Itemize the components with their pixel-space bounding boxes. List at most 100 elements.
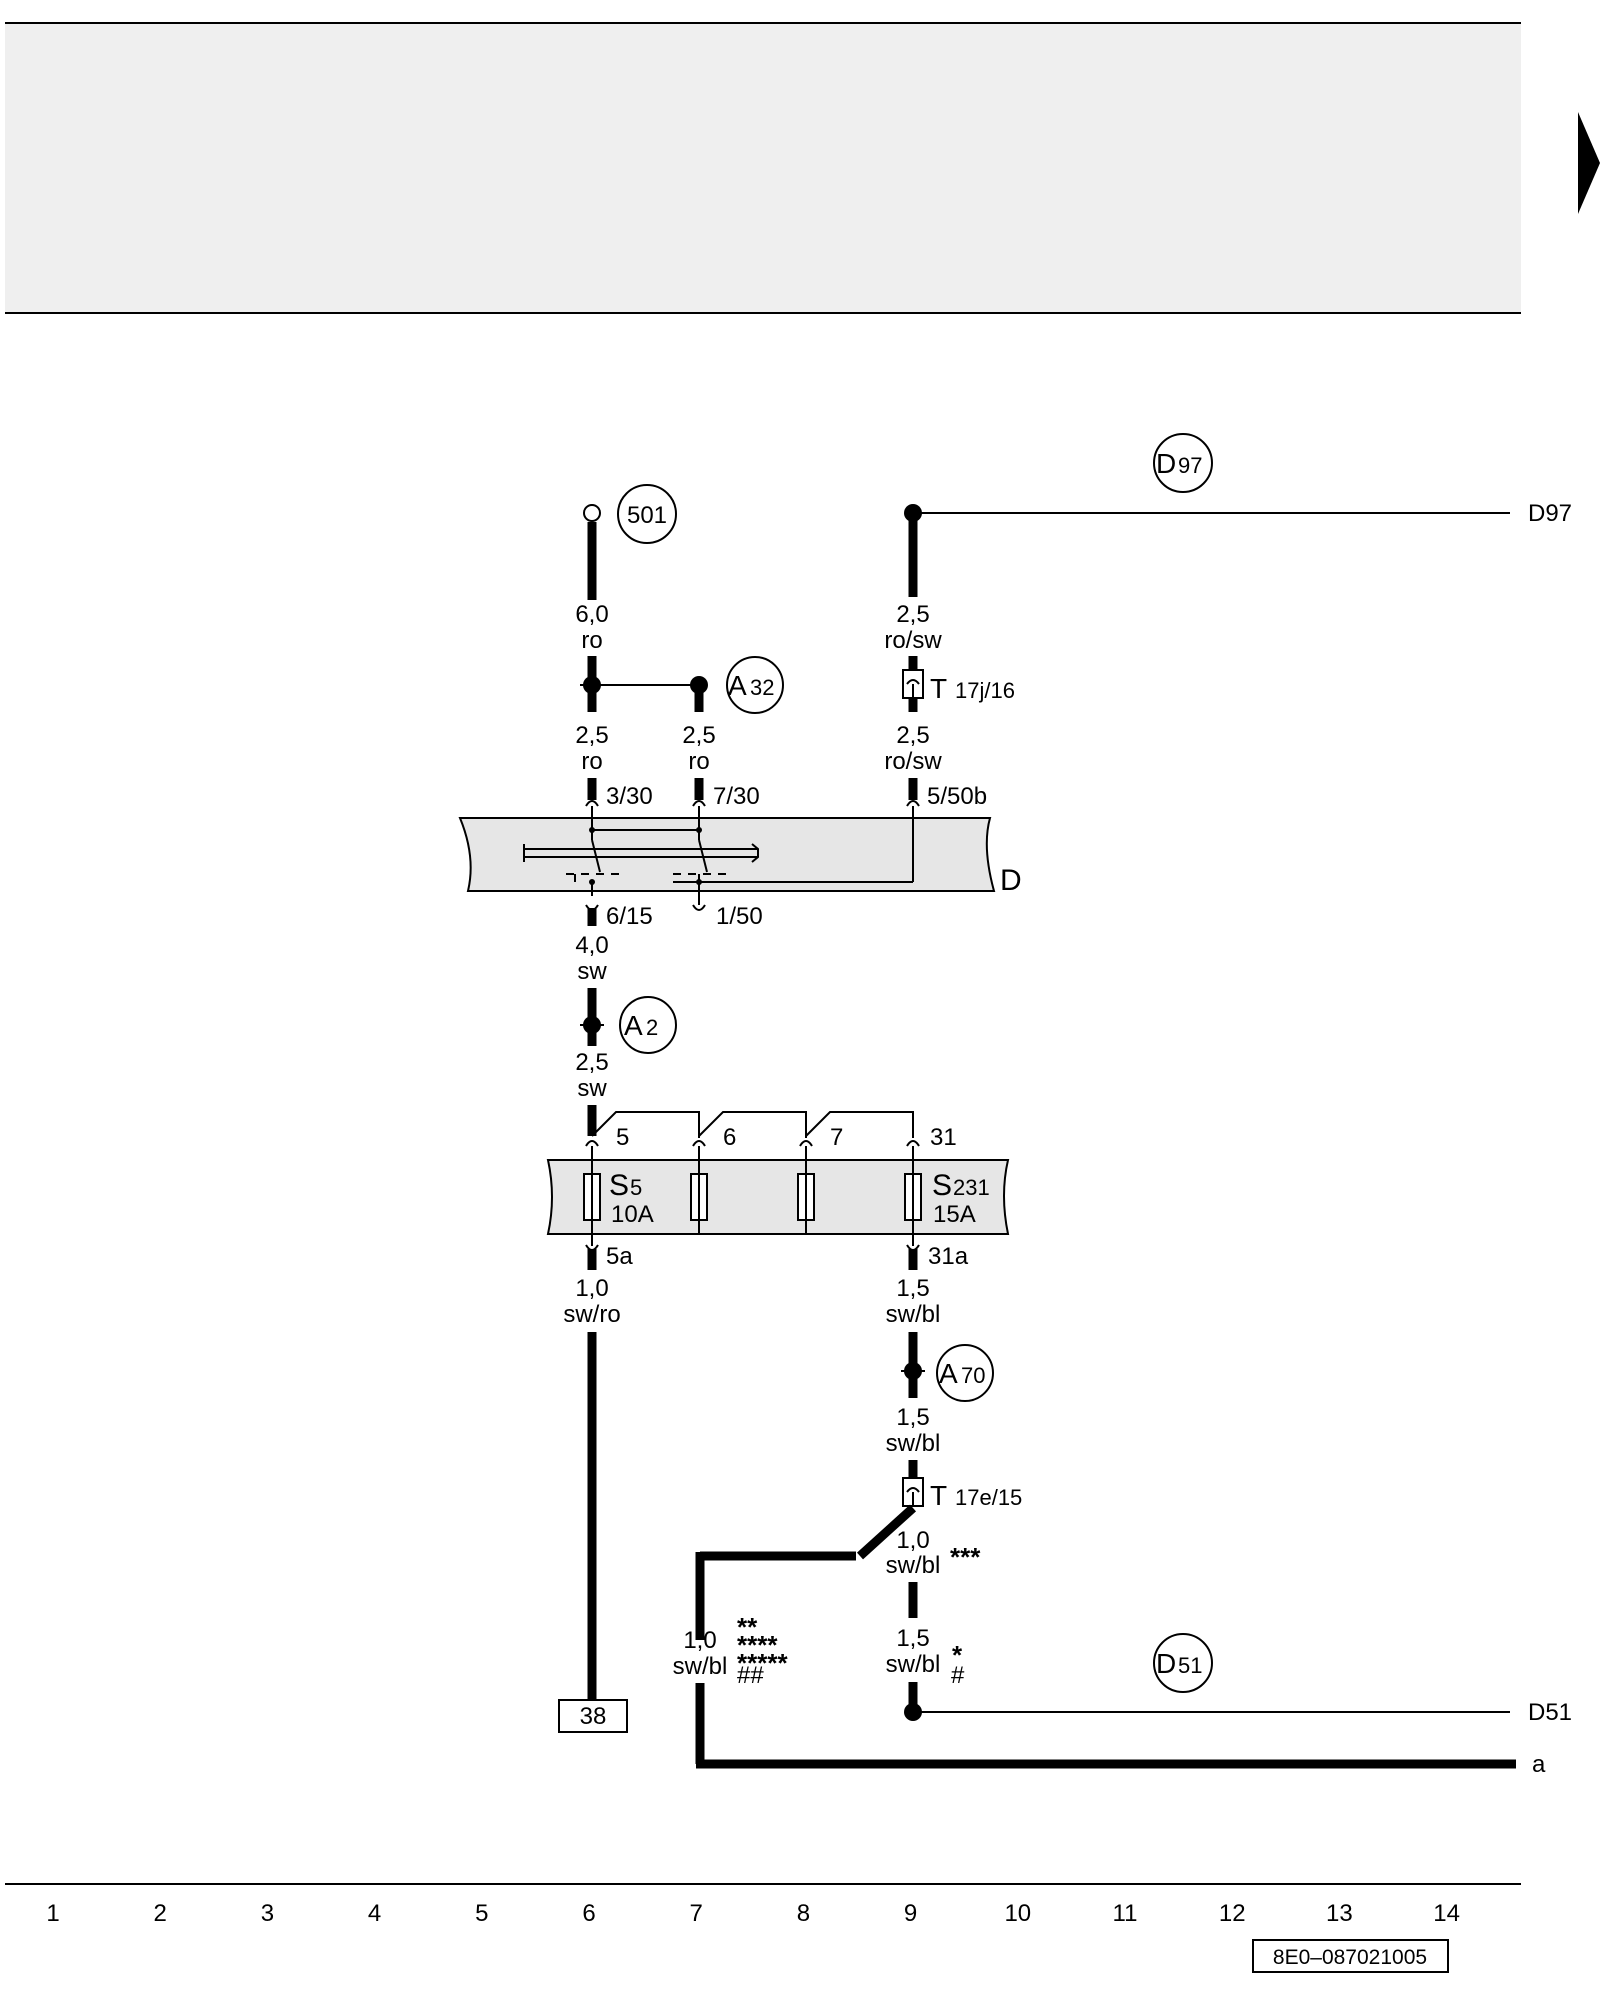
note-hash1: # <box>951 1662 965 1689</box>
wire-color: sw <box>577 1075 607 1102</box>
wire-size: 1,0 <box>683 1627 716 1654</box>
pin-symbol <box>692 904 706 911</box>
ref-box-38-label: 38 <box>580 1703 607 1730</box>
switch-blade <box>698 839 708 873</box>
fuse-pin-7: 7 <box>830 1124 843 1151</box>
dest-d51: D51 <box>1528 1699 1572 1726</box>
pin-symbol <box>906 1140 920 1147</box>
t17e-pin: 17e/15 <box>955 1485 1022 1510</box>
grid-column-number: 4 <box>368 1900 381 1927</box>
wire-branch-diagonal <box>856 1504 917 1560</box>
connector-a70-letter: A <box>939 1358 958 1389</box>
connector-a32-letter: A <box>728 670 747 701</box>
grid-column-number: 12 <box>1219 1900 1246 1927</box>
connector-a32-ring <box>726 656 784 714</box>
fuse-pin-5a: 5a <box>606 1243 633 1270</box>
pin-label-6-15: 6/15 <box>606 903 653 930</box>
pin-symbol <box>906 800 920 807</box>
grid-column-number: 10 <box>1004 1900 1031 1927</box>
connector-t17e-pin <box>906 1487 920 1493</box>
fuse-bridge <box>805 1111 914 1138</box>
wire-color: ro/sw <box>884 627 942 654</box>
grid-column-number: 8 <box>797 1900 810 1927</box>
dest-d97: D97 <box>1528 500 1572 527</box>
wire-color: ro <box>688 748 709 775</box>
connector-a70-ring <box>936 1344 994 1402</box>
fuse-pin-6: 6 <box>723 1124 736 1151</box>
wire-color: sw/bl <box>886 1552 941 1579</box>
note-hash2: ## <box>737 1662 764 1689</box>
pin-symbol <box>585 800 599 807</box>
fuse-pin-31: 31 <box>930 1124 957 1151</box>
connector-a2-num: 2 <box>646 1015 658 1040</box>
wire-color: sw/bl <box>886 1430 941 1457</box>
dest-a: a <box>1532 1751 1546 1778</box>
connector-d51-num: 51 <box>1178 1653 1202 1678</box>
ignition-switch-body <box>458 817 996 892</box>
connector-d97-letter: D <box>1156 448 1176 479</box>
pin-symbol <box>799 1140 813 1147</box>
wire-size: 1,5 <box>896 1275 929 1302</box>
connector-501-label: 501 <box>627 502 667 529</box>
wire-color: sw/ro <box>563 1301 620 1328</box>
fuse-s5-letter: S <box>609 1169 629 1202</box>
pin-symbol <box>692 800 706 807</box>
doc-number: 8E0–087021005 <box>1273 1946 1427 1969</box>
grid-column-number: 3 <box>261 1900 274 1927</box>
connector-501-ring <box>617 484 677 544</box>
wire-size: 1,5 <box>896 1625 929 1652</box>
connector-a2-ring <box>619 996 677 1054</box>
grid-column-number: 1 <box>46 1900 59 1927</box>
note-star1: * <box>952 1640 963 1670</box>
wire-color: ro <box>581 627 602 654</box>
ignition-switch-label: D <box>1000 864 1022 897</box>
wire-size: 2,5 <box>682 722 715 749</box>
grid-column-number: 5 <box>475 1900 488 1927</box>
grid-column-number: 14 <box>1433 1900 1460 1927</box>
wire-size: 2,5 <box>575 1049 608 1076</box>
note-star2: ** <box>737 1612 758 1642</box>
connector-t17j-pin <box>906 679 920 685</box>
connector-a2-letter: A <box>624 1010 643 1041</box>
wire-color: sw/bl <box>886 1651 941 1678</box>
header-panel <box>5 23 1521 313</box>
doc-number-box <box>1252 1939 1449 1973</box>
t17j-letter: T <box>930 673 947 704</box>
wire-size: 2,5 <box>896 722 929 749</box>
fuse-bridge <box>698 1111 807 1138</box>
fuse-s231-letter: S <box>932 1169 952 1202</box>
pin-label-1-50: 1/50 <box>716 903 763 930</box>
grid-column-number: 2 <box>154 1900 167 1927</box>
next-page-arrow-icon[interactable] <box>1578 112 1600 214</box>
t17e-letter: T <box>930 1480 947 1511</box>
connector-d51-letter: D <box>1156 1648 1176 1679</box>
fuse-s5-num: 5 <box>630 1175 642 1200</box>
terminal-501-open <box>583 504 601 522</box>
pin-label-3-30: 3/30 <box>606 783 653 810</box>
wire-size: 1,5 <box>896 1404 929 1431</box>
fuse-pin-5: 5 <box>616 1124 629 1151</box>
connector-d97-ring <box>1153 433 1213 493</box>
wire-color: sw/bl <box>886 1301 941 1328</box>
wire-size: 1,0 <box>896 1527 929 1554</box>
grid-column-number: 6 <box>582 1900 595 1927</box>
pin-label-7-30: 7/30 <box>713 783 760 810</box>
wire-size: 6,0 <box>575 601 608 628</box>
fuse-holder-body <box>546 1159 1010 1235</box>
wire-color: sw/bl <box>673 1653 728 1680</box>
pin-label-5-50b: 5/50b <box>927 783 987 810</box>
grid-column-number: 9 <box>904 1900 917 1927</box>
wire-size: 1,0 <box>575 1275 608 1302</box>
pin-symbol <box>585 1140 599 1147</box>
switch-blade <box>591 839 601 873</box>
fuse-s231-num: 231 <box>953 1175 990 1200</box>
pin-symbol <box>692 1140 706 1147</box>
wire-size: 2,5 <box>575 722 608 749</box>
fuse-s231-rating: 15A <box>933 1201 976 1228</box>
grid-column-number: 7 <box>690 1900 703 1927</box>
wire-color: ro <box>581 748 602 775</box>
ref-box-38 <box>558 1699 628 1733</box>
connector-a32-num: 32 <box>750 675 774 700</box>
